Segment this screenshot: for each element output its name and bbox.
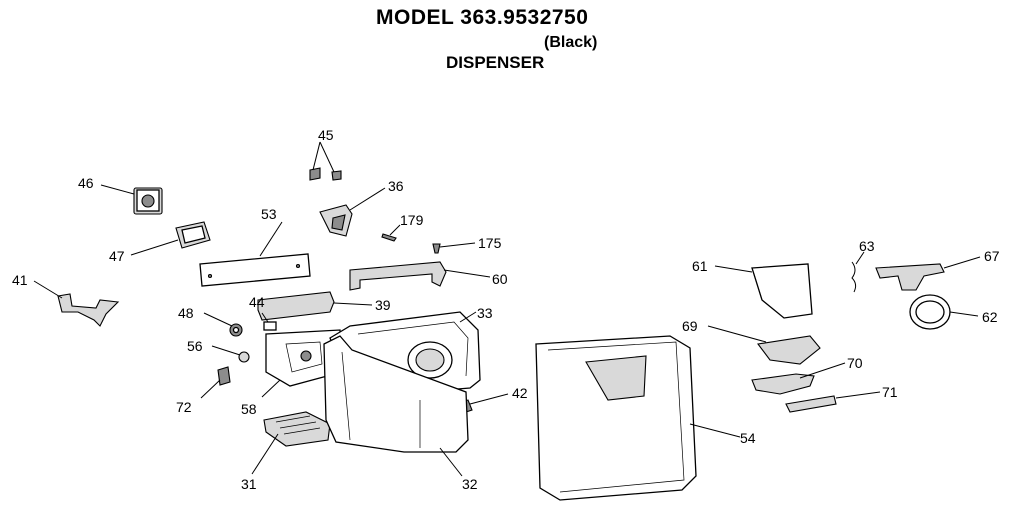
label-part-36: 36	[388, 178, 404, 194]
part-36-shape	[319, 204, 353, 237]
part-44-shape	[263, 321, 277, 331]
label-part-41: 41	[12, 272, 28, 288]
leader-lines	[33, 141, 981, 477]
label-part-31: 31	[241, 476, 257, 492]
part-46-shape	[133, 187, 163, 215]
label-part-47: 47	[109, 248, 125, 264]
part-72-shape	[217, 366, 231, 386]
part-53-shape	[199, 253, 311, 287]
part-175-shape	[432, 243, 441, 254]
label-part-62: 62	[982, 309, 998, 325]
part-63-shape	[851, 261, 857, 293]
section-title: DISPENSER	[446, 53, 545, 72]
label-part-33: 33	[477, 305, 493, 321]
label-part-48: 48	[178, 305, 194, 321]
label-part-39: 39	[375, 297, 391, 313]
label-part-61: 61	[692, 258, 708, 274]
label-part-70: 70	[847, 355, 863, 371]
label-part-60: 60	[492, 271, 508, 287]
part-32-shape	[323, 335, 469, 453]
part-47-shape	[175, 221, 211, 249]
label-part-54: 54	[740, 430, 756, 446]
part-61-shape	[751, 263, 813, 319]
part-70-shape	[751, 373, 815, 395]
label-part-179: 179	[400, 212, 424, 228]
part-48-shape	[229, 323, 243, 337]
label-part-71: 71	[882, 384, 898, 400]
part-62-shape	[909, 294, 951, 330]
label-part-46: 46	[78, 175, 94, 191]
part-41-shape	[57, 293, 120, 327]
part-60-shape	[349, 261, 447, 291]
part-56-shape	[238, 351, 250, 363]
label-part-67: 67	[984, 248, 1000, 264]
diagram-title: MODEL 363.9532750	[376, 6, 589, 29]
label-part-175: 175	[478, 235, 502, 251]
part-71-shape	[785, 395, 837, 413]
part-69-shape	[757, 335, 821, 365]
part-54-shape	[535, 335, 697, 501]
label-part-56: 56	[187, 338, 203, 354]
label-part-32: 32	[462, 476, 478, 492]
label-part-63: 63	[859, 238, 875, 254]
label-part-44: 44	[249, 294, 265, 310]
part-45-shape	[309, 167, 342, 181]
color-variant: (Black)	[544, 34, 598, 51]
label-part-69: 69	[682, 318, 698, 334]
label-part-42: 42	[512, 385, 528, 401]
part-58-shape	[265, 329, 343, 387]
label-part-58: 58	[241, 401, 257, 417]
part-39-shape	[257, 291, 335, 321]
label-part-53: 53	[261, 206, 277, 222]
part-67-shape	[875, 263, 945, 291]
label-part-45: 45	[318, 127, 334, 143]
part-31-shape	[263, 411, 331, 447]
label-part-72: 72	[176, 399, 192, 415]
part-179-shape	[381, 233, 397, 242]
